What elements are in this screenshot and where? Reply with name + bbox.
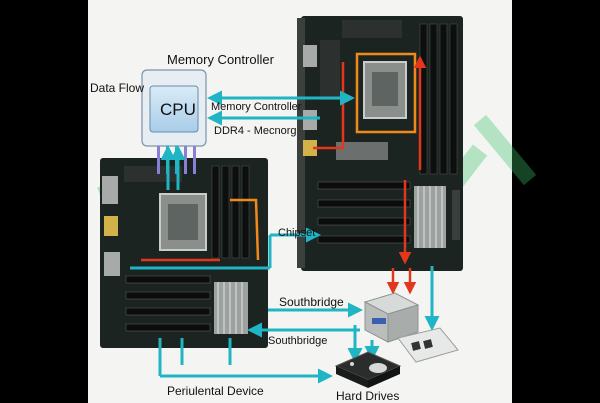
motherboard-left bbox=[100, 158, 268, 348]
memory-controller-title: Memory Controller bbox=[167, 52, 275, 67]
southbridge-label-1: Southbridge bbox=[279, 295, 344, 309]
southbridge-label-2: Southbridge bbox=[268, 335, 327, 347]
memory-module bbox=[397, 327, 459, 363]
power-lines bbox=[141, 55, 427, 295]
left-chipset-heatsink bbox=[214, 282, 248, 334]
cpu-label: CPU bbox=[160, 100, 196, 119]
ddr4-label: DDR4 - Mecnorg bbox=[214, 125, 297, 137]
peripheral-device-label: Periulental Device bbox=[167, 384, 264, 398]
left-pcie-slots bbox=[125, 275, 211, 332]
motherboard-right bbox=[297, 16, 463, 271]
chipset-label: Chipset bbox=[278, 227, 315, 239]
right-chipset-heatsink bbox=[414, 186, 446, 248]
left-dimm-slots bbox=[211, 165, 250, 259]
right-cpu-socket bbox=[355, 52, 417, 134]
southbridge-device bbox=[363, 292, 420, 343]
data-flow-label: Data Flow bbox=[90, 81, 144, 95]
right-dimm-slots bbox=[419, 23, 458, 175]
data-flow-arrows bbox=[130, 90, 440, 384]
left-cpu-socket bbox=[159, 193, 207, 251]
memory-controller-arrow-label: Memory Controller bbox=[211, 101, 302, 113]
hard-drive-device bbox=[334, 351, 402, 388]
hard-drives-label: Hard Drives bbox=[336, 389, 399, 403]
